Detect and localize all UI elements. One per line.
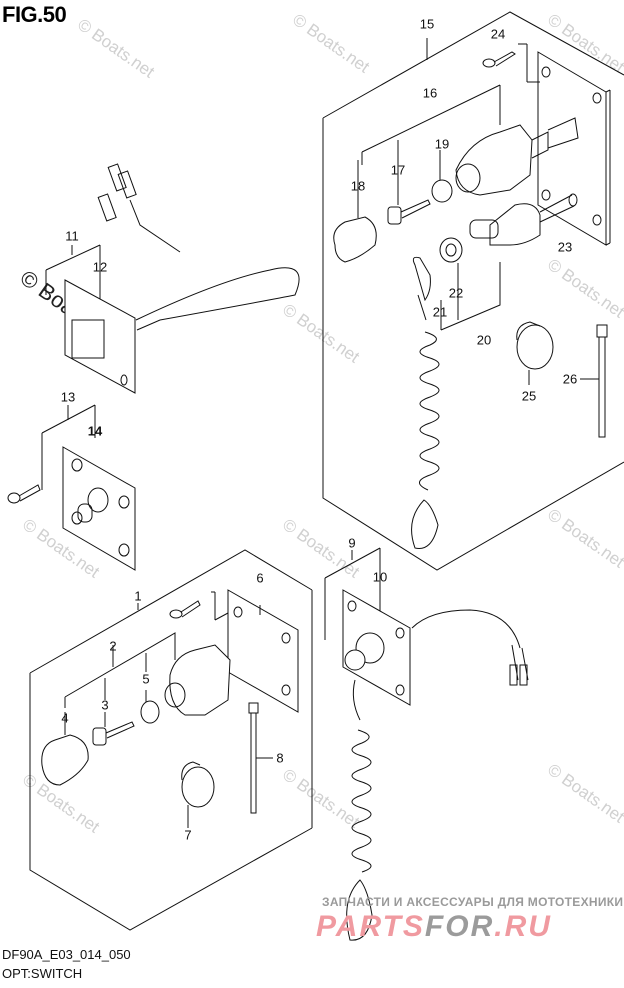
callout-10: 10 (372, 569, 388, 585)
callout-12: 12 (92, 259, 108, 275)
callout-21: 21 (432, 304, 448, 320)
band-8 (248, 702, 273, 814)
callout-15: 15 (419, 16, 435, 32)
callout-2: 2 (109, 638, 117, 654)
callout-18: 18 (350, 178, 366, 194)
callout-1: 1 (134, 588, 142, 604)
lanyard-21 (411, 256, 440, 550)
callout-13: 13 (60, 389, 76, 405)
cap-4 (41, 712, 89, 786)
reseller-logo-part-c: .RU (494, 910, 552, 943)
callout-6: 6 (256, 570, 264, 586)
screw-1 (169, 591, 229, 621)
callout-3: 3 (101, 697, 109, 713)
diagram-code: DF90A_E03_014_050 (2, 947, 131, 962)
plug-7 (181, 761, 215, 828)
ignition-switch-2 (64, 632, 231, 716)
reseller-logo: PARTSFOR.RU (316, 910, 552, 944)
callout-9: 9 (348, 535, 356, 551)
switch-plate (537, 51, 611, 246)
key-3 (92, 678, 135, 746)
callout-24: 24 (490, 26, 506, 42)
diagram-name: OPT:SWITCH (2, 966, 83, 981)
ignition-switch-16 (361, 84, 579, 196)
callout-19: 19 (434, 136, 450, 152)
reseller-logo-part-a: PARTS (316, 910, 425, 943)
callout-7: 7 (184, 827, 192, 843)
screw-24 (482, 43, 540, 83)
callout-25: 25 (521, 388, 537, 404)
group-13 (7, 404, 136, 571)
callout-23: 23 (557, 239, 573, 255)
callout-11: 11 (65, 228, 79, 244)
callout-8: 8 (276, 750, 284, 766)
group-9 (324, 547, 529, 941)
grommet-19 (431, 150, 453, 203)
group-box-1 (29, 549, 313, 931)
plate-6 (227, 589, 299, 713)
key-17 (387, 140, 431, 225)
grommet-5 (140, 690, 160, 724)
callout-26: 26 (562, 371, 578, 387)
callout-22: 22 (448, 285, 464, 301)
callout-20: 20 (476, 332, 492, 348)
callout-14: 14 (87, 423, 103, 439)
reseller-logo-part-b: FOR (424, 910, 495, 943)
callout-16: 16 (422, 85, 438, 101)
callout-17: 17 (390, 162, 406, 178)
band-26 (580, 324, 608, 438)
group-11 (45, 163, 300, 394)
callout-5: 5 (142, 671, 150, 687)
plug-25 (516, 321, 554, 385)
callout-4: 4 (61, 710, 69, 726)
group-box-15 (322, 11, 624, 571)
cap-18 (333, 160, 377, 263)
stop-switch-20 (439, 193, 578, 331)
figure-title: FIG.50 (2, 2, 67, 27)
reseller-tagline: ЗАПЧАСТИ И АКСЕССУАРЫ ДЛЯ МОТОТЕХНИКИ (322, 895, 624, 909)
